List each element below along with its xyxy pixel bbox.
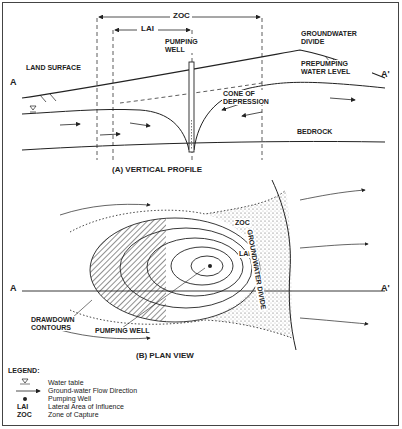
- legend-heading: LEGEND:: [8, 367, 40, 375]
- divide-label: GROUNDWATER DIVIDE: [300, 30, 364, 45]
- legend-text: Ground-water Flow Direction: [48, 387, 137, 395]
- section-letter: A': [381, 70, 390, 80]
- legend-text: Pumping Well: [48, 395, 91, 403]
- surface-label: LAND SURFACE: [26, 64, 82, 72]
- water-level-label: PREPUMPING WATER LEVEL: [300, 60, 372, 75]
- legend-text: Water table: [48, 379, 84, 387]
- legend-abbrev: LAI: [17, 403, 28, 411]
- cone-label: CONE OF DEPRESSION: [222, 90, 284, 105]
- panel-caption: (A) VERTICAL PROFILE: [112, 166, 202, 175]
- section-letter: A': [381, 284, 390, 294]
- zone-label: ZOC: [172, 12, 191, 21]
- panel-caption: (B) PLAN VIEW: [136, 352, 194, 361]
- zone-label: ZOC: [234, 219, 251, 227]
- legend-text: Lateral Area of Influence: [48, 403, 124, 411]
- contour-label: DRAWDOWN CONTOURS: [30, 316, 84, 331]
- legend-abbrev: ZOC: [17, 411, 32, 419]
- legend-text: Zone of Capture: [48, 411, 99, 419]
- bedrock-label: BEDROCK: [296, 128, 333, 136]
- section-letter: A: [10, 78, 17, 88]
- section-letter: A: [10, 284, 17, 294]
- well-label: PUMPING WELL: [94, 327, 150, 335]
- zone-label: LAI: [140, 25, 155, 34]
- well-label: PUMPING WELL: [164, 38, 206, 53]
